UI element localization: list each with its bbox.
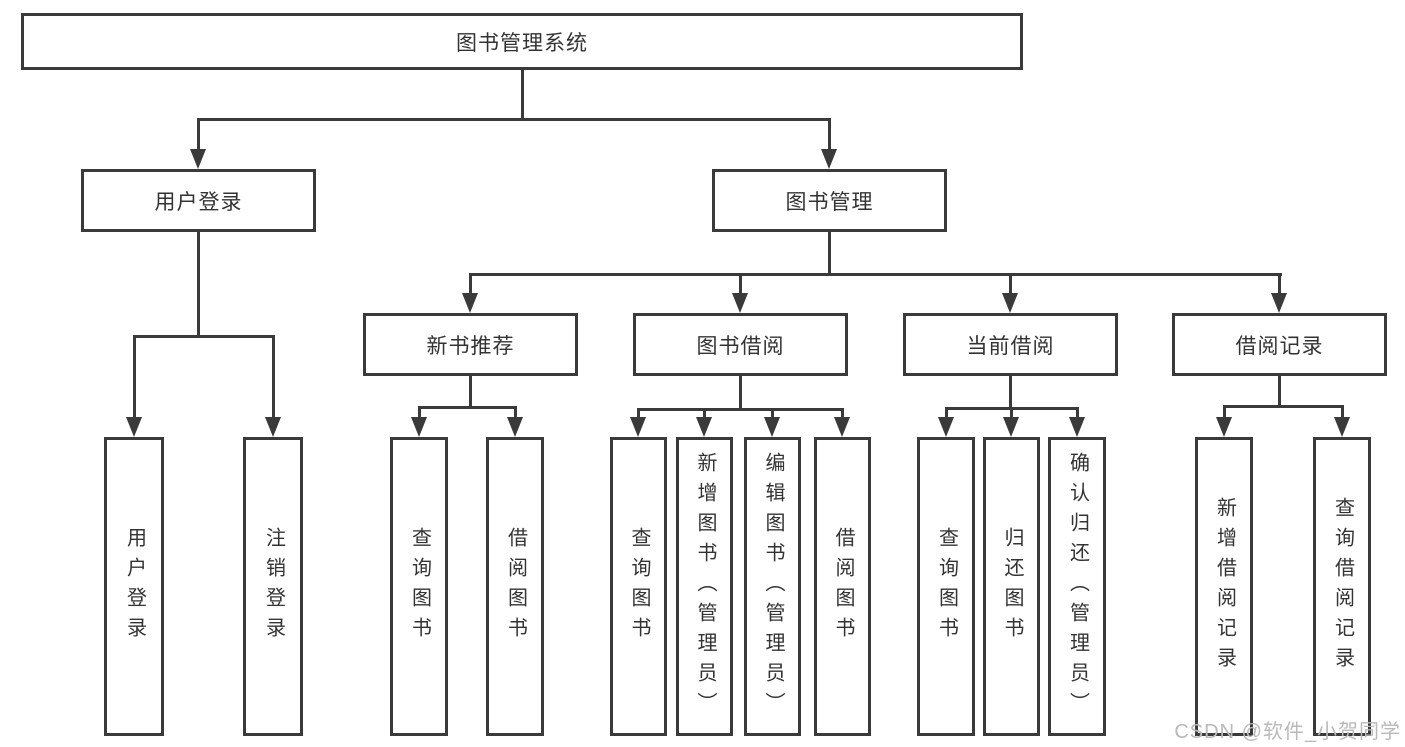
leaf-label: 借阅图书	[832, 526, 854, 647]
connector-line	[418, 406, 517, 409]
arrow-down-icon	[1334, 417, 1350, 437]
leaf-label: 查询图书	[935, 526, 958, 647]
node-label: 借阅记录	[1235, 334, 1324, 358]
leaf-label: 用户登录	[123, 526, 146, 647]
leaf-label: 借阅图书	[504, 526, 527, 647]
leaf-edit-books-admin: 编辑图书（管理员）	[744, 437, 801, 736]
leaf-add-books-admin: 新增图书（管理员）	[676, 437, 733, 736]
connector-line	[133, 338, 136, 417]
connector-line	[272, 338, 275, 417]
connector-line	[841, 411, 844, 417]
arrow-down-icon	[1069, 417, 1085, 437]
connector-line	[637, 408, 844, 411]
node-book-management: 图书管理	[712, 169, 947, 232]
arrow-down-icon	[834, 417, 850, 437]
connector-line	[1076, 410, 1079, 417]
arrow-down-icon	[462, 293, 478, 313]
leaf-borrow-books-borrowing: 借阅图书	[814, 437, 871, 736]
connector-line	[469, 276, 472, 293]
node-borrowing-records: 借阅记录	[1172, 313, 1387, 376]
leaf-query-books-current: 查询图书	[917, 437, 975, 736]
arrow-down-icon	[265, 417, 281, 437]
connector-line	[469, 273, 1282, 276]
leaf-query-borrow-record: 查询借阅记录	[1313, 437, 1371, 736]
connector-line	[828, 232, 831, 276]
connector-line	[739, 376, 742, 411]
connector-line	[133, 335, 275, 338]
leaf-return-books: 归还图书	[983, 437, 1040, 736]
node-book-borrowing: 图书借阅	[633, 313, 848, 376]
leaf-query-books-borrowing: 查询图书	[610, 437, 667, 736]
connector-line	[945, 410, 948, 417]
arrow-down-icon	[1271, 293, 1287, 313]
leaf-label: 确认归还（管理员）	[1066, 451, 1089, 722]
connector-line	[469, 376, 472, 409]
leaf-user-login: 用户登录	[104, 437, 164, 736]
connector-line	[703, 411, 706, 417]
node-current-borrowing: 当前借阅	[903, 313, 1118, 376]
arrow-down-icon	[732, 293, 748, 313]
connector-line	[197, 118, 831, 121]
leaf-confirm-return-admin: 确认归还（管理员）	[1048, 437, 1106, 736]
arrow-down-icon	[190, 149, 206, 169]
leaf-logout: 注销登录	[243, 437, 303, 736]
node-label: 图书管理	[785, 190, 874, 214]
node-user-login: 用户登录	[81, 169, 316, 232]
arrow-down-icon	[126, 417, 142, 437]
arrow-down-icon	[411, 417, 427, 437]
connector-line	[828, 121, 831, 149]
leaf-label: 查询图书	[408, 526, 431, 647]
arrow-down-icon	[1003, 417, 1019, 437]
connector-line	[1009, 376, 1012, 410]
connector-line	[945, 407, 1079, 410]
node-label: 新书推荐	[426, 334, 515, 358]
connector-line	[739, 276, 742, 293]
node-label: 用户登录	[154, 190, 243, 214]
node-label: 图书管理系统	[456, 31, 588, 55]
leaf-add-borrow-record: 新增借阅记录	[1195, 437, 1253, 736]
connector-line	[197, 232, 200, 338]
connector-line	[1341, 408, 1344, 417]
node-label: 图书借阅	[696, 334, 785, 358]
connector-line	[771, 411, 774, 417]
leaf-borrow-books-newbook: 借阅图书	[486, 437, 544, 736]
connector-line	[1278, 276, 1281, 293]
connector-line	[197, 121, 200, 149]
leaf-label: 注销登录	[262, 526, 285, 647]
arrow-down-icon	[764, 417, 780, 437]
connector-line	[1278, 376, 1281, 408]
connector-line	[1010, 410, 1013, 417]
leaf-label: 新增图书（管理员）	[694, 451, 716, 722]
arrow-down-icon	[630, 417, 646, 437]
arrow-down-icon	[696, 417, 712, 437]
csdn-watermark: CSDN @软件_小贺同学	[1174, 721, 1401, 743]
leaf-label: 编辑图书（管理员）	[762, 451, 784, 722]
arrow-down-icon	[1216, 417, 1232, 437]
leaf-label: 归还图书	[1001, 526, 1023, 647]
arrow-down-icon	[1002, 293, 1018, 313]
node-new-book-recommendation: 新书推荐	[363, 313, 578, 376]
connector-line	[418, 409, 421, 417]
arrow-down-icon	[507, 417, 523, 437]
arrow-down-icon	[938, 417, 954, 437]
leaf-label: 新增借阅记录	[1213, 496, 1236, 677]
leaf-query-books-newbook: 查询图书	[390, 437, 448, 736]
connector-line	[1223, 408, 1226, 417]
connector-line	[637, 411, 640, 417]
arrow-down-icon	[821, 149, 837, 169]
connector-line	[521, 70, 524, 121]
leaf-label: 查询借阅记录	[1331, 496, 1354, 677]
connector-line	[1009, 276, 1012, 293]
leaf-label: 查询图书	[628, 526, 650, 647]
connector-line	[1223, 405, 1344, 408]
node-library-management-system: 图书管理系统	[21, 13, 1023, 70]
node-label: 当前借阅	[966, 334, 1055, 358]
connector-line	[514, 409, 517, 417]
